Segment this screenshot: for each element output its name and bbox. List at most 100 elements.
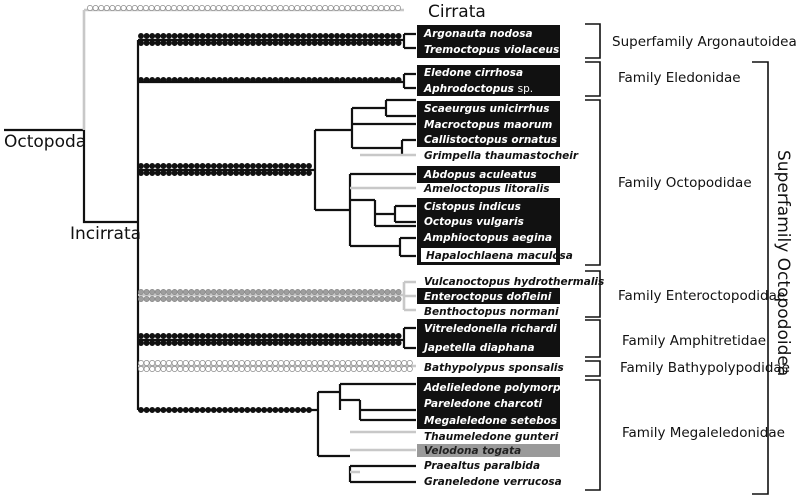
support-dot: [294, 366, 301, 372]
support-dot: [149, 366, 156, 372]
support-dot: [138, 360, 144, 366]
support-dot: [395, 333, 402, 339]
support-dot: [356, 360, 363, 366]
label-superfamily-octopodoidea: Superfamily Octopodoidea: [773, 150, 793, 376]
support-dot: [390, 40, 396, 46]
support-dot: [103, 5, 110, 11]
support-dot: [378, 40, 385, 46]
support-dot: [289, 340, 296, 346]
support-dot: [154, 366, 161, 372]
support-dot: [339, 33, 346, 39]
support-dot: [250, 407, 256, 413]
support-dot: [278, 40, 284, 46]
support-dot: [238, 340, 245, 346]
support-dot: [238, 360, 245, 366]
support-dot: [283, 77, 290, 83]
support-dot: [334, 333, 340, 339]
support-dot: [289, 40, 296, 46]
support-dot: [278, 163, 284, 169]
support-dot: [255, 33, 262, 39]
support-dot: [238, 366, 245, 372]
support-dot: [271, 5, 278, 11]
support-dot: [154, 289, 161, 295]
tree-branches-light: [82, 8, 416, 474]
support-dot: [390, 360, 396, 366]
support-dot: [188, 33, 195, 39]
species-vulcanoctopus: Vulcanoctopus hydrothermalis: [424, 276, 604, 288]
support-dot: [227, 407, 234, 413]
support-dot: [390, 340, 396, 346]
support-dot: [182, 340, 189, 346]
support-dot: [222, 366, 228, 372]
support-dot: [339, 360, 346, 366]
support-dot: [356, 33, 363, 39]
support-dot: [328, 77, 335, 83]
support-dot: [266, 407, 273, 413]
support-dot: [300, 33, 307, 39]
support-dot: [138, 40, 144, 46]
support-dot: [255, 77, 262, 83]
support-dot: [160, 163, 167, 169]
support-dot: [159, 5, 166, 11]
support-dot: [272, 40, 279, 46]
support-dot: [317, 77, 324, 83]
support-dot: [289, 33, 296, 39]
support-dot: [171, 163, 178, 169]
support-dot: [322, 5, 329, 11]
support-dot: [126, 5, 133, 11]
support-dot: [356, 296, 363, 302]
support-dot: [199, 340, 206, 346]
species-scaeurgus: Scaeurgus unicirrhus: [424, 103, 549, 115]
support-dot: [227, 296, 234, 302]
support-dot: [350, 5, 357, 11]
support-dot: [204, 5, 211, 11]
support-dot: [345, 289, 352, 295]
support-dot: [250, 366, 256, 372]
support-dot: [289, 289, 296, 295]
support-dot: [143, 40, 150, 46]
support-dot: [384, 360, 391, 366]
species-ameloctopus: Ameloctopus litoralis: [423, 183, 550, 195]
support-dot: [283, 40, 290, 46]
support-dot: [294, 296, 301, 302]
support-dot: [188, 407, 195, 413]
support-dot: [154, 360, 161, 366]
support-dot: [300, 163, 307, 169]
support-dot: [222, 296, 228, 302]
support-dot: [221, 5, 228, 11]
support-dot: [160, 340, 167, 346]
support-dot: [160, 333, 167, 339]
support-dot: [266, 77, 273, 83]
support-dot: [138, 33, 144, 39]
support-dot: [261, 77, 268, 83]
box-abdopus: [417, 166, 560, 183]
support-dot: [361, 5, 368, 11]
support-dot: [367, 360, 374, 366]
support-dot: [222, 407, 228, 413]
support-dot: [395, 77, 402, 83]
support-dot: [233, 296, 240, 302]
support-dot: [300, 77, 307, 83]
support-dot: [299, 5, 306, 11]
support-dot: [306, 163, 312, 169]
support-dot: [261, 340, 268, 346]
support-dot: [283, 33, 290, 39]
support-dot: [171, 5, 177, 11]
support-dot: [317, 366, 324, 372]
support-dot: [188, 289, 195, 295]
support-dot: [300, 170, 307, 176]
support-dot: [194, 360, 200, 366]
support-dot: [149, 289, 156, 295]
group-label-eledonidae: Family Eledonidae: [618, 70, 741, 86]
support-dot: [227, 5, 233, 11]
support-dot: [322, 296, 329, 302]
support-dot: [384, 340, 391, 346]
support-dot: [328, 340, 335, 346]
support-dot: [143, 340, 150, 346]
support-dot: [199, 333, 206, 339]
support-dot: [311, 296, 318, 302]
support-dot: [317, 360, 324, 366]
support-dot: [373, 77, 380, 83]
support-dot: [177, 40, 184, 46]
support-dot: [171, 360, 178, 366]
